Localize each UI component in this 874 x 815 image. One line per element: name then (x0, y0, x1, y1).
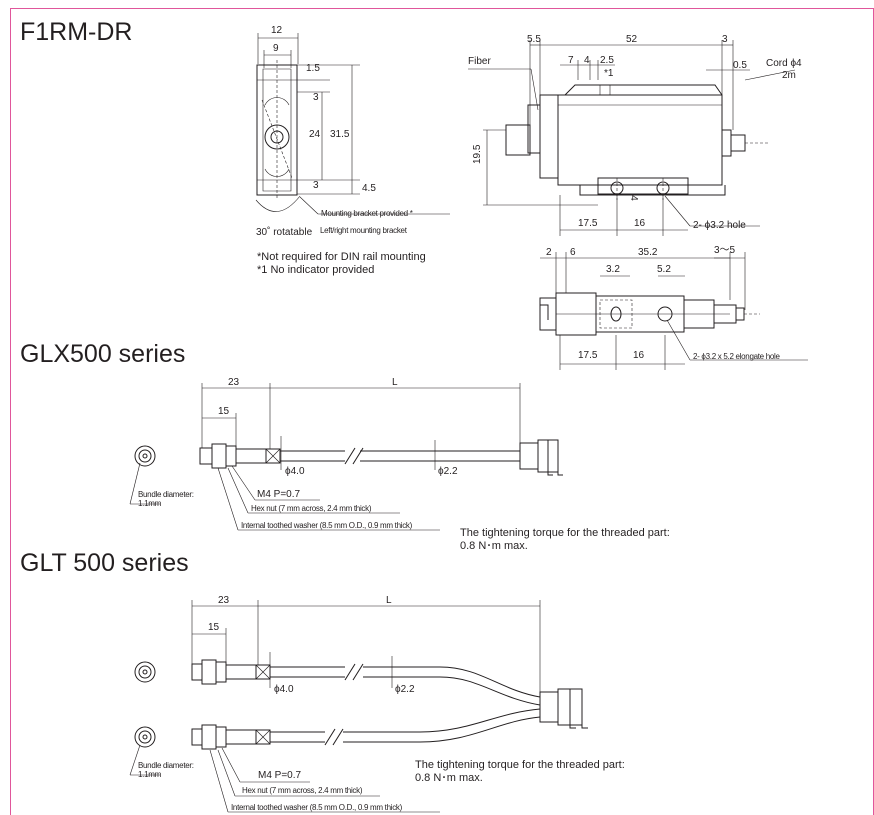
dim-9: 9 (273, 43, 279, 54)
glt-dim-L: L (386, 595, 392, 606)
dim-1-5: 1.5 (306, 63, 320, 74)
f1rm-side-view (468, 40, 795, 236)
dim-5-5: 5.5 (527, 34, 541, 45)
bracket-label-1: Mounting bracket provided * (321, 209, 413, 218)
glx-phi-2-2: ϕ2.2 (438, 466, 458, 477)
glx-hex-nut: Hex nut (7 mm across, 2.4 mm thick) (251, 504, 372, 513)
glt-washer: Internal toothed washer (8.5 mm O.D., 0.… (231, 803, 402, 812)
hole-label: 2- ϕ3.2 hole (693, 220, 746, 231)
rotatable-label: 30˚ rotatable (256, 227, 313, 238)
dim-24: 24 (309, 129, 321, 140)
frame-left-border (10, 8, 11, 815)
glt-m4-thread: M4 P=0.7 (258, 770, 302, 781)
dim-7: 7 (568, 55, 574, 66)
dim-4-5: 4.5 (362, 183, 376, 194)
glx-torque-note: The tightening torque for the threaded p… (460, 527, 670, 553)
note-din-rail: *Not required for DIN rail mounting (257, 251, 426, 263)
cord-label: Cord ϕ4 (766, 58, 802, 69)
dim-19-5: 19.5 (472, 144, 483, 164)
glt-torque-line-1: The tightening torque for the threaded p… (415, 759, 625, 771)
dim-3-top: 3 (313, 92, 319, 103)
dim-5-2: 5.2 (657, 264, 671, 275)
note-marker-1: *1 (604, 68, 614, 79)
glt-torque-note: The tightening torque for the threaded p… (415, 759, 625, 785)
dim-2: 2 (546, 247, 552, 258)
dim-35-2: 35.2 (638, 247, 658, 258)
glx-torque-line-2: 0.8 N･m max. (460, 540, 528, 552)
dim-52: 52 (626, 34, 638, 45)
glx500-drawing (130, 383, 563, 530)
elongate-hole-label: 2- ϕ3.2 x 5.2 elongate hole (693, 352, 780, 361)
glx-bundle-label: Bundle diameter: (138, 490, 194, 499)
section-title-glt500: GLT 500 series (20, 549, 189, 577)
glx-phi-4: ϕ4.0 (285, 466, 305, 477)
note-no-indicator: *1 No indicator provided (257, 264, 375, 276)
dim-17-5-bottom: 17.5 (578, 350, 598, 361)
glt-phi-2-2: ϕ2.2 (395, 684, 415, 695)
dim-6: 6 (570, 247, 576, 258)
f1rm-front-view (256, 33, 450, 214)
glt500-drawing (130, 600, 588, 812)
cord-length: 2m (782, 70, 796, 81)
dim-2-5: 2.5 (600, 55, 614, 66)
section-title-f1rm: F1RM-DR (20, 18, 133, 46)
dim-4-side: 4 (584, 55, 590, 66)
glt-torque-line-2: 0.8 N･m max. (415, 772, 483, 784)
dim-31-5: 31.5 (330, 129, 350, 140)
dim-4-vertical: 4 (627, 195, 639, 201)
bracket-label-2: Left/right mounting bracket (320, 226, 407, 235)
glt-hex-nut: Hex nut (7 mm across, 2.4 mm thick) (242, 786, 363, 795)
section-title-glx500: GLX500 series (20, 340, 186, 368)
glx-bundle-value: 1.1mm (138, 499, 161, 508)
dim-3-2: 3.2 (606, 264, 620, 275)
glt-bundle-label: Bundle diameter: (138, 761, 194, 770)
glx-dim-23: 23 (228, 377, 240, 388)
glt-bundle-value: 1.1mm (138, 770, 161, 779)
f1rm-bottom-view (540, 252, 808, 370)
glt-dim-23: 23 (218, 595, 230, 606)
glx-dim-15: 15 (218, 406, 230, 417)
dim-3-side: 3 (722, 34, 728, 45)
fiber-label: Fiber (468, 56, 491, 67)
dim-3-to-5: 3〜5 (714, 245, 736, 256)
dim-0-5: 0.5 (733, 60, 747, 71)
glx-m4-thread: M4 P=0.7 (257, 489, 301, 500)
frame-top-border (10, 8, 874, 9)
glt-phi-4: ϕ4.0 (274, 684, 294, 695)
dim-17-5-side: 17.5 (578, 218, 598, 229)
glx-torque-line-1: The tightening torque for the threaded p… (460, 527, 670, 539)
dim-16-side: 16 (634, 218, 646, 229)
dim-12: 12 (271, 25, 283, 36)
dim-3-bottom: 3 (313, 180, 319, 191)
dim-16-bottom: 16 (633, 350, 645, 361)
glt-dim-15: 15 (208, 622, 220, 633)
glx-washer: Internal toothed washer (8.5 mm O.D., 0.… (241, 521, 412, 530)
glx-dim-L: L (392, 377, 398, 388)
